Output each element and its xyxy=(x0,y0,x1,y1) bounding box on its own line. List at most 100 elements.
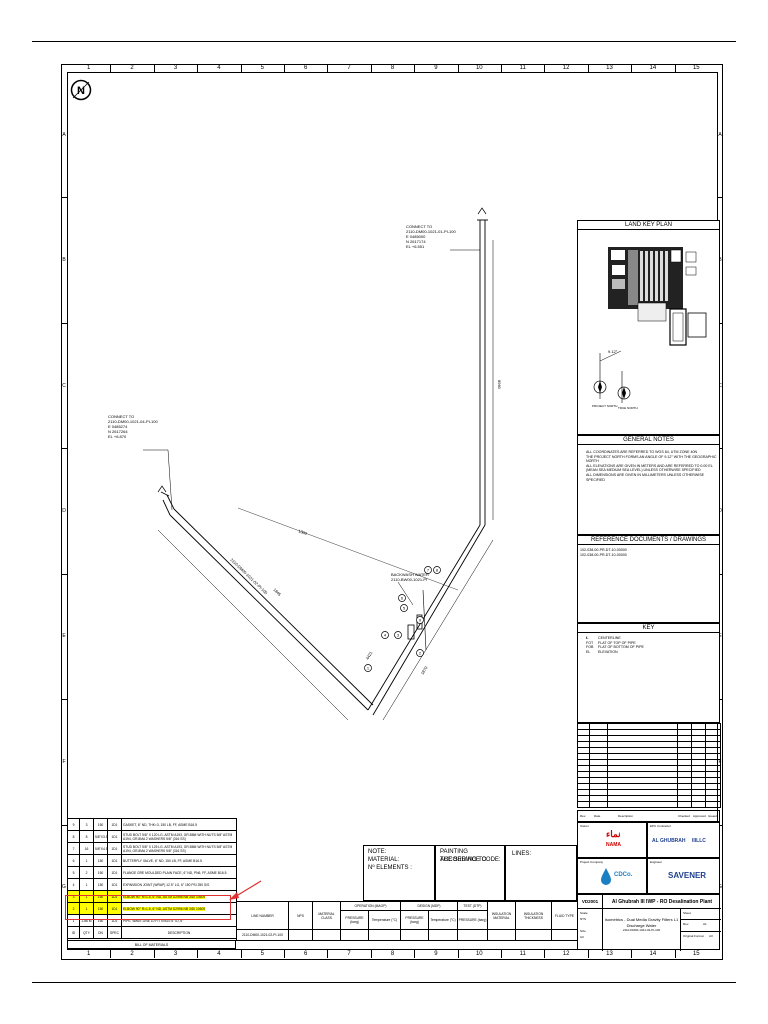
bom-desc-text: FLANGE GRE MOULDED PLAIN FACE, 6" ND, PN… xyxy=(123,870,227,875)
drawing-title-2: Discharge Water xyxy=(626,922,657,928)
bom-cell-spec: 1D1 xyxy=(107,878,122,891)
grid-tick xyxy=(717,448,723,450)
grid-col-label: 14 xyxy=(649,951,657,957)
grid-row-label: D xyxy=(62,508,66,514)
bom-header-cell: SPEC xyxy=(107,926,122,939)
bom-cell-spec: 1D1 xyxy=(107,902,122,915)
grid-tick xyxy=(284,950,285,958)
reference-doc-1: 102-038-00-PR-DT-10-00000 xyxy=(580,548,627,552)
bom-cell-dn: 5/8"X3.5 xyxy=(93,830,108,843)
reference-documents-title: REFERENCE DOCUMENTS / DRAWINGS xyxy=(578,536,719,545)
nama-logo-arabic: نماء xyxy=(606,829,621,839)
test-header: TEST (DTP) xyxy=(457,901,488,911)
al-ghubrah-logo-1: AL GHUBRAH xyxy=(652,838,686,844)
grid-col-label: 11 xyxy=(519,65,526,71)
scale-value: NTS xyxy=(580,917,586,921)
rev-value: A1 xyxy=(703,922,707,926)
scale-label: Scale xyxy=(580,911,588,915)
grid-tick xyxy=(674,950,676,958)
bom-header-cell: ID xyxy=(67,926,80,939)
callout-2-line-4: N 2617264 xyxy=(108,429,128,434)
dim-label-5: 1300 xyxy=(298,528,309,536)
drawing-title-1: Isometrics - Dual Media Gravity Filters … xyxy=(604,917,679,922)
grid-tick xyxy=(717,573,723,575)
callout-1-line-1: CONNECT TO xyxy=(406,224,432,229)
bom-desc-text: GASKET, 6" ND, THK=3, 150 LB, FF, ASME B… xyxy=(123,822,197,827)
insulation-material-header: INSULATION MATERIAL xyxy=(487,901,516,930)
item-bubble-label: 9 xyxy=(419,617,422,622)
grid-row-label: C xyxy=(62,382,66,389)
rev-label: Rev. xyxy=(683,922,689,926)
item-bubble: 7 xyxy=(424,566,432,574)
savener-logo-text: SAVENER xyxy=(668,871,707,880)
drawing-sheet-frame xyxy=(61,64,723,960)
grid-col-label: 13 xyxy=(606,951,613,957)
general-note-item: ALL ELEVATIONS ARE GIVEN IN METERS AND A… xyxy=(586,463,713,473)
key-symbol: FOT xyxy=(586,640,594,645)
key-text: CENTERLINE xyxy=(598,636,621,640)
grid-tick xyxy=(61,322,67,324)
grid-tick xyxy=(501,64,502,72)
item-bubble-label: 7 xyxy=(427,567,430,572)
revision-header-row: Rev. Date Description Checked Approved I… xyxy=(577,810,720,822)
title-block: VD2001 Al Ghubrah III IWP - RO Desalinat… xyxy=(577,894,721,951)
reference-documents-panel: REFERENCE DOCUMENTS / DRAWINGS 102-038-0… xyxy=(577,535,720,623)
bom-cell-spec: 1D1 xyxy=(107,830,122,843)
line-number-value: 2110-DM00-1021-02-PI-100 xyxy=(236,929,289,941)
land-key-plan-panel: LAND KEY PLAN 9.12° PROJECT NORTH TRUE N… xyxy=(577,220,720,435)
rev-header-approved: Approved xyxy=(693,814,706,818)
callout-1-line-2: 2110-DM00-1021-01-PI-100 xyxy=(406,229,457,234)
grid-tick xyxy=(717,824,723,826)
sheet-label: Sheet xyxy=(683,911,691,915)
grid-col-label: 4 xyxy=(217,951,221,957)
project-company-label: Project Company xyxy=(580,860,604,864)
grid-tick xyxy=(240,64,242,72)
bom-cell-spec: 1D1 xyxy=(107,818,122,831)
notes-box: NOTE: MATERIAL: Nº ELEMENTS : xyxy=(363,845,435,901)
bom-desc-text: EXPANSION JOINT (WRAP) 12.5" LG, 6" 150 … xyxy=(123,882,210,887)
bom-cell-dn: 150 xyxy=(93,866,108,879)
general-notes-panel: GENERAL NOTES ALL COORDINATES ARE REFERR… xyxy=(577,435,720,535)
bom-cell-id: 7 xyxy=(67,842,80,855)
bom-desc-text: BUTTERFLY VALVE, 6" ND, 150 LB, FF, ASME… xyxy=(123,858,202,863)
insulation-thickness-header: INSULATION THICKNESS xyxy=(515,901,552,930)
grid-tick xyxy=(544,950,546,958)
owner-logo-block: Owner نماء NAMA xyxy=(577,822,647,858)
sheet-info: Sheet Rev. A1 Original Format A3 xyxy=(681,909,721,951)
callout-2-line-3: E 0485274 xyxy=(108,424,128,429)
grid-tick xyxy=(240,950,242,958)
grid-col-label: 7 xyxy=(347,65,351,71)
grid-tick xyxy=(717,699,723,701)
grid-tick xyxy=(61,699,67,701)
grid-row-label: G xyxy=(62,884,66,891)
grid-tick xyxy=(327,64,329,72)
grid-col-label: 2 xyxy=(130,65,134,71)
revision-table xyxy=(577,723,721,808)
grid-col-label: 4 xyxy=(217,65,221,71)
fluid-type-header: FLUID TYPE xyxy=(551,901,578,930)
nps-header: NPS xyxy=(288,901,313,930)
item-bubble-label: 8 xyxy=(436,567,439,572)
grid-tick xyxy=(153,950,155,958)
grid-tick xyxy=(544,64,546,72)
rev-header-description: Description xyxy=(618,814,634,818)
grid-col-label: 8 xyxy=(390,65,395,71)
grid-row-label: E xyxy=(718,633,722,640)
bom-cell-qty: 1 xyxy=(79,854,94,867)
project-company-block: Project Company CDCo. xyxy=(577,858,647,894)
key-symbol: EL xyxy=(586,649,591,654)
reference-doc-2: 102-038-00-PR-DT-10-00000 xyxy=(580,553,627,557)
material-label: MATERIAL: xyxy=(368,857,400,863)
lines-box: LINES: xyxy=(505,845,577,901)
line-data-table: LINE NUMBER NPS MATERIAL CLASS OPERATION… xyxy=(236,901,578,941)
bom-cell-qty: 1 xyxy=(79,878,94,891)
bom-footer: BILL OF MATERIALS xyxy=(67,940,236,949)
engineer-logo-block: Engineer SAVENER xyxy=(647,858,720,894)
